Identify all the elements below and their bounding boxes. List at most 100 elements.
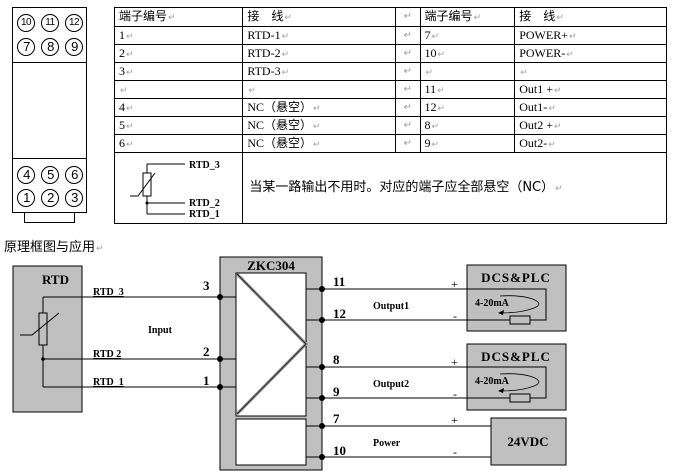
- power-supply-label: 24VDC: [507, 434, 548, 449]
- pin-label-10: 10: [333, 443, 346, 458]
- spacer-cell: ↵: [395, 98, 421, 117]
- sketch-label-rtd2: RTD_2: [189, 198, 220, 209]
- minus-sign: -: [453, 309, 457, 323]
- header-terminal-no-2: 端子编号↵: [419, 7, 516, 27]
- device-box: [219, 256, 323, 471]
- pin-row-bottom-2: 1 2 3: [17, 189, 83, 207]
- left-terminal-no: 5↵: [113, 116, 244, 135]
- plus-sign: +: [451, 355, 458, 369]
- terminal-pin: 7: [17, 38, 35, 56]
- table-header-row: 端子编号↵ 接 线↵ ↵ 端子编号↵ 接 线↵: [113, 7, 667, 27]
- sketch-thermal-arrow-icon: [130, 172, 156, 197]
- wire-label-rtd2: RTD 2: [93, 349, 121, 360]
- left-wiring: RTD-3↵: [242, 62, 397, 81]
- terminal-pin: 6: [65, 166, 83, 184]
- left-terminal-no: 2↵: [113, 44, 244, 63]
- terminal-dot-12: [319, 317, 325, 323]
- load-resistor-icon: [509, 393, 531, 403]
- terminal-pin: 10: [17, 14, 35, 32]
- table-row: 5↵NC（悬空）↵↵8↵Out2 +↵: [113, 116, 667, 135]
- table-row: 3↵RTD-3↵↵↵↵: [113, 62, 667, 81]
- terminal-pin: 1: [17, 189, 35, 207]
- left-wiring: ↵: [242, 80, 397, 99]
- right-terminal-no: ↵: [419, 62, 516, 81]
- terminal-pin: 4: [17, 166, 35, 184]
- amplifier-block: [235, 272, 307, 417]
- current-loop-arrow-icon: [499, 373, 540, 392]
- right-terminal-no: 9↵: [419, 134, 516, 153]
- terminal-dot-3: [217, 294, 223, 300]
- rtd-thermal-arrow-icon: [20, 312, 60, 336]
- right-wiring: Out1 +↵: [514, 80, 667, 99]
- rtd-wiring-sketch: RTD_3 RTD_2 RTD_1: [130, 160, 220, 220]
- left-terminal-no: 4↵: [113, 98, 244, 117]
- sketch-label-rtd3: RTD_3: [189, 160, 220, 171]
- rtd-box-label: RTD: [42, 272, 69, 287]
- terminal-pin: 5: [41, 166, 59, 184]
- terminal-pin: 3: [65, 189, 83, 207]
- dcs-plc-box-2: DCS&PLC 4-20mA: [466, 343, 567, 411]
- left-wiring: NC（悬空）↵: [242, 98, 397, 117]
- pin-label-1: 1: [203, 373, 210, 388]
- pin-label-7: 7: [333, 411, 340, 426]
- block-diagram-caption: 原理框图与应用↵: [4, 240, 104, 255]
- minus-sign: -: [453, 445, 457, 459]
- right-terminal-no: 12↵: [419, 98, 516, 117]
- rtd-junction-dot: [41, 357, 45, 361]
- terminal-dot-7: [319, 423, 325, 429]
- terminal-dot-8: [319, 364, 325, 370]
- left-terminal-no: 3↵: [113, 62, 244, 81]
- left-wiring: NC（悬空）↵: [242, 116, 397, 135]
- terminal-module-drawing: 10 11 12 7 8 9 4 5 6 1 2 3: [12, 7, 87, 223]
- terminal-pin: 2: [41, 189, 59, 207]
- sketch-label-rtd1: RTD_1: [189, 209, 220, 219]
- plus-sign: +: [451, 413, 458, 427]
- amplifier-triangle-icon: [235, 272, 309, 416]
- minus-sign: -: [453, 387, 457, 401]
- pin-label-11: 11: [333, 274, 345, 289]
- right-terminal-no: 7↵: [419, 26, 516, 45]
- table-row: 1↵RTD-1↵↵7↵POWER+↵: [113, 26, 667, 45]
- right-wiring: Out2-↵: [514, 134, 667, 153]
- rtd-wiring-sketch-cell: RTD_3 RTD_2 RTD_1: [113, 152, 244, 224]
- table-note-row: RTD_3 RTD_2 RTD_1 当某一路输出不用时。对应的端子应全部悬空（N…: [113, 152, 667, 224]
- power-block: [235, 418, 307, 466]
- terminal-pin: 11: [41, 14, 59, 32]
- left-terminal-no: ↵: [113, 80, 244, 99]
- spacer-cell: ↵: [395, 62, 421, 81]
- right-wiring: ↵: [514, 62, 667, 81]
- power-supply-box: 24VDC: [490, 417, 567, 466]
- input-label: Input: [148, 325, 173, 336]
- dcs-plc-label-1: DCS&PLC: [481, 270, 551, 285]
- module-top-section: 10 11 12 7 8 9: [13, 8, 86, 63]
- pin-label-12: 12: [333, 306, 346, 321]
- power-label: Power: [373, 438, 401, 449]
- pin-assignment-table: 端子编号↵ 接 线↵ ↵ 端子编号↵ 接 线↵ 1↵RTD-1↵↵7↵POWER…: [113, 7, 667, 224]
- spacer-cell: ↵: [395, 7, 421, 27]
- terminal-pin: 9: [65, 38, 83, 56]
- rtd-resistor-icon: [38, 312, 48, 346]
- right-terminal-no: 10↵: [419, 44, 516, 63]
- dcs-plc-box-1: DCS&PLC 4-20mA: [466, 264, 567, 332]
- spacer-cell: ↵: [395, 44, 421, 63]
- input-terminals: [217, 294, 236, 390]
- right-wiring: POWER-↵: [514, 44, 667, 63]
- spacer-cell: ↵: [395, 80, 421, 99]
- header-wiring: 接 线↵: [242, 7, 397, 27]
- terminal-dot-10: [319, 454, 325, 460]
- terminal-dot-11: [319, 286, 325, 292]
- left-wiring: RTD-1↵: [242, 26, 397, 45]
- output1-label: Output1: [373, 301, 409, 312]
- terminal-dot-1: [217, 384, 223, 390]
- dcs-plc-label-2: DCS&PLC: [481, 349, 551, 364]
- spacer-cell: ↵: [395, 134, 421, 153]
- table-row: 6↵NC（悬空）↵↵9↵Out2-↵: [113, 134, 667, 153]
- terminal-dot-9: [319, 395, 325, 401]
- table-row: ↵↵↵11↵Out1 +↵: [113, 80, 667, 99]
- wire-label-rtd3: RTD_3: [93, 287, 124, 298]
- pin-label-8: 8: [333, 352, 340, 367]
- terminal-pin: 8: [41, 38, 59, 56]
- terminal-pin: 12: [65, 14, 83, 32]
- plus-sign: +: [451, 277, 458, 291]
- module-bottom-section: 4 5 6 1 2 3: [13, 158, 86, 214]
